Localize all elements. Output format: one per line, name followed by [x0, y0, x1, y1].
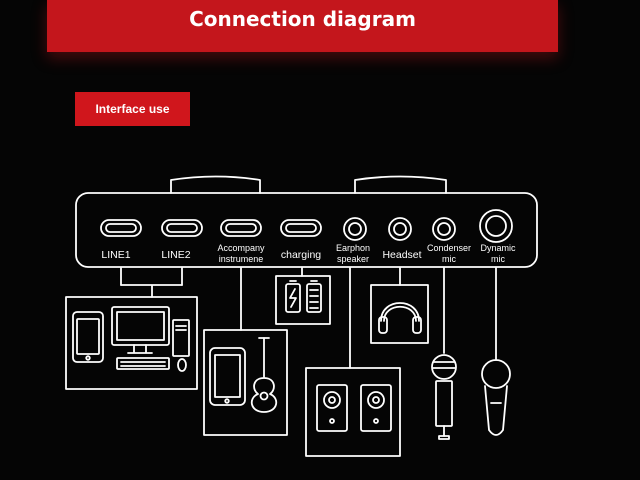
computer-icon	[111, 306, 190, 372]
label-charging: charging	[281, 249, 321, 261]
headphones-icon	[378, 302, 422, 334]
label-earphon-line2: speaker	[337, 254, 369, 264]
section-badge: Interface use	[75, 92, 190, 126]
port-condenser	[432, 217, 456, 241]
box-headset	[370, 284, 429, 344]
phone-icon	[72, 311, 104, 363]
port-line1	[100, 219, 142, 237]
label-dynamic-line1: Dynamic	[480, 243, 516, 253]
header-banner: Connection diagram	[47, 0, 558, 52]
guitar-icon	[250, 337, 278, 413]
port-accompany	[220, 219, 262, 237]
label-headset: Headset	[382, 249, 421, 261]
port-headset	[388, 217, 412, 241]
speakers-icon	[316, 384, 392, 432]
section-label: Interface use	[95, 102, 170, 116]
device-knob-right	[354, 175, 447, 194]
device-body	[75, 192, 538, 268]
label-accompany-line2: instrumene	[219, 254, 264, 264]
port-earphone	[343, 217, 367, 241]
box-accompany	[203, 329, 288, 436]
line-line-joint	[120, 284, 183, 298]
port-line2	[161, 219, 203, 237]
label-accompany-line1: Accompany	[217, 243, 265, 253]
device-knob-left	[170, 175, 261, 194]
condenser-mic-icon	[431, 354, 457, 440]
label-earphon-line1: Earphon	[336, 243, 370, 253]
box-speakers	[305, 367, 401, 457]
box-charging	[275, 275, 331, 325]
port-charging	[280, 219, 322, 237]
label-condenser-line1: Condenser	[427, 243, 471, 253]
label-line1: LINE1	[101, 249, 130, 261]
label-dynamic-line2: mic	[491, 254, 505, 264]
tablet-icon	[209, 347, 246, 406]
page-title: Connection diagram	[189, 7, 416, 31]
label-line2: LINE2	[161, 249, 190, 261]
port-dynamic	[479, 209, 513, 243]
label-condenser-line2: mic	[442, 254, 456, 264]
dynamic-mic-icon	[481, 359, 511, 436]
battery-icon	[285, 280, 322, 313]
box-line-devices	[65, 296, 198, 390]
